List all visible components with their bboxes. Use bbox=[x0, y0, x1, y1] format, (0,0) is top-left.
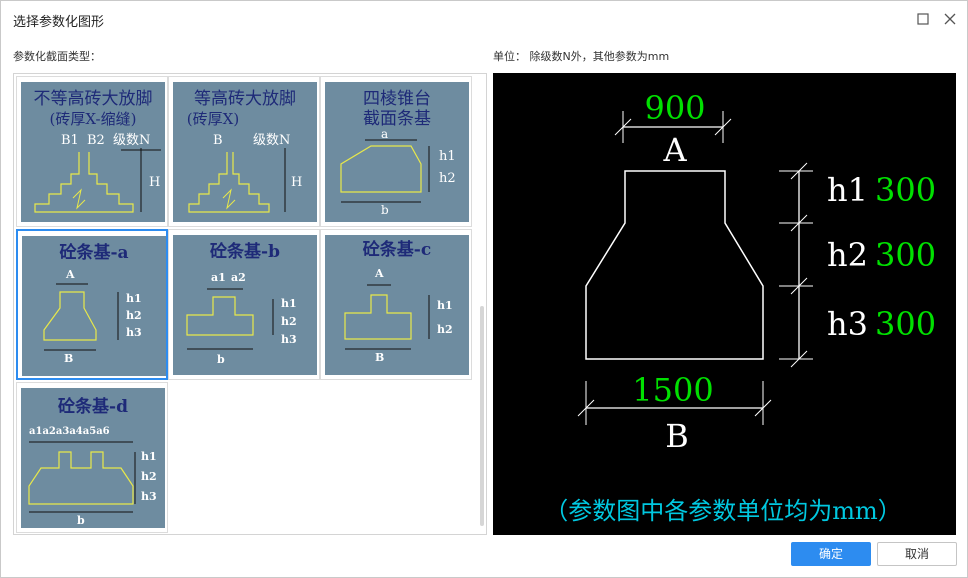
preview-bottom-value: 1500 bbox=[632, 371, 713, 409]
thumb-label: h1 bbox=[141, 450, 157, 463]
thumbnail-concrete-b[interactable]: 砼条基-b a1 a2 h1 h2 h3 b bbox=[168, 229, 320, 380]
thumb-label: A bbox=[65, 268, 75, 281]
title-bar: 选择参数化图形 bbox=[1, 1, 967, 37]
thumb-label: h2 bbox=[439, 171, 456, 186]
thumb-label: h1 bbox=[126, 292, 142, 305]
thumb-label: h3 bbox=[126, 326, 142, 339]
thumb-label: H bbox=[149, 175, 160, 190]
thumb-label: h2 bbox=[126, 309, 142, 322]
close-icon[interactable] bbox=[941, 10, 959, 28]
thumb-label: h2 bbox=[437, 323, 453, 336]
thumbnail-brick-unequal[interactable]: 不等高砖大放脚 (砖厚X-缩缝) B1 B2 级数N H bbox=[16, 76, 168, 227]
ok-button[interactable]: 确定 bbox=[791, 542, 871, 566]
thumb-label: H bbox=[291, 175, 302, 190]
preview-bottom-label: B bbox=[665, 417, 689, 455]
thumb-label: h1 bbox=[439, 149, 456, 164]
thumb-label: h3 bbox=[141, 490, 157, 503]
thumb-label: a1 bbox=[211, 271, 226, 284]
thumb-label: 级数N bbox=[253, 133, 290, 148]
thumbnail-brick-equal[interactable]: 等高砖大放脚 (砖厚X) B 级数N H bbox=[168, 76, 320, 227]
thumb-title: 不等高砖大放脚 bbox=[34, 89, 153, 109]
thumb-label: a2 bbox=[231, 271, 246, 284]
preview-top-value: 900 bbox=[644, 89, 705, 127]
thumb-title: 砼条基-d bbox=[58, 396, 128, 417]
thumb-title: 砼条基-a bbox=[59, 242, 128, 263]
thumb-title: 四棱锥台 bbox=[363, 89, 431, 109]
thumb-label: 级数N bbox=[113, 133, 150, 148]
thumb-label: a bbox=[381, 127, 388, 141]
thumb-subtitle: (砖厚X) bbox=[187, 110, 239, 128]
thumb-title: 等高砖大放脚 bbox=[194, 89, 296, 109]
thumbnail-scrollbar-thumb[interactable] bbox=[480, 306, 484, 526]
thumb-label: B2 bbox=[87, 133, 105, 148]
thumb-subtitle: 截面条基 bbox=[363, 109, 431, 129]
param-h3-name: h3 bbox=[827, 305, 868, 343]
param-h2-name: h2 bbox=[827, 236, 868, 274]
param-h1-value: 300 bbox=[875, 171, 936, 209]
thumbnail-concrete-a[interactable]: 砼条基-a A h1 h2 h3 B bbox=[16, 229, 168, 380]
thumb-label: a1a2a3a4a5a6 bbox=[29, 426, 110, 437]
thumb-subtitle: (砖厚X-缩缝) bbox=[50, 110, 137, 128]
thumb-label: B1 bbox=[61, 133, 79, 148]
thumb-label: B bbox=[375, 351, 384, 364]
param-h1-name: h1 bbox=[827, 171, 868, 209]
preview-canvas: 900 A h1 300 h2 300 h3 300 bbox=[493, 73, 956, 535]
unit-label: 单位： 除级数N外，其他参数为mm bbox=[493, 50, 670, 63]
preview-top-label: A bbox=[662, 131, 687, 169]
thumbnail-concrete-d[interactable]: 砼条基-d a1a2a3a4a5a6 h1 h2 h3 b bbox=[16, 382, 168, 533]
thumbnail-frustum[interactable]: 四棱锥台 截面条基 a h1 h2 b bbox=[320, 76, 472, 227]
preview-note: （参数图中各参数单位均为mm） bbox=[544, 497, 902, 525]
thumb-label: h2 bbox=[281, 315, 297, 328]
param-h2-value: 300 bbox=[875, 236, 936, 274]
thumb-label: B bbox=[64, 352, 73, 365]
thumb-label: b bbox=[217, 353, 225, 366]
thumb-label: h1 bbox=[281, 297, 297, 310]
window-title: 选择参数化图形 bbox=[13, 15, 105, 30]
cancel-button[interactable]: 取消 bbox=[877, 542, 957, 566]
thumb-label: b bbox=[77, 514, 85, 527]
thumbnail-panel: 不等高砖大放脚 (砖厚X-缩缝) B1 B2 级数N H 等高砖大放脚 (砖厚X… bbox=[13, 73, 487, 535]
thumb-label: A bbox=[374, 267, 384, 280]
thumb-title: 砼条基-b bbox=[210, 241, 280, 262]
thumb-label: h1 bbox=[437, 299, 453, 312]
thumb-label: h3 bbox=[281, 333, 297, 346]
thumb-label: h2 bbox=[141, 470, 157, 483]
thumb-title: 砼条基-c bbox=[363, 239, 431, 260]
section-type-label: 参数化截面类型： bbox=[13, 50, 101, 63]
param-h3-value: 300 bbox=[875, 305, 936, 343]
thumb-label: B bbox=[213, 133, 223, 148]
thumb-label: b bbox=[381, 203, 389, 217]
thumbnail-concrete-c[interactable]: 砼条基-c A h1 h2 B bbox=[320, 229, 472, 380]
maximize-icon[interactable] bbox=[914, 10, 932, 28]
